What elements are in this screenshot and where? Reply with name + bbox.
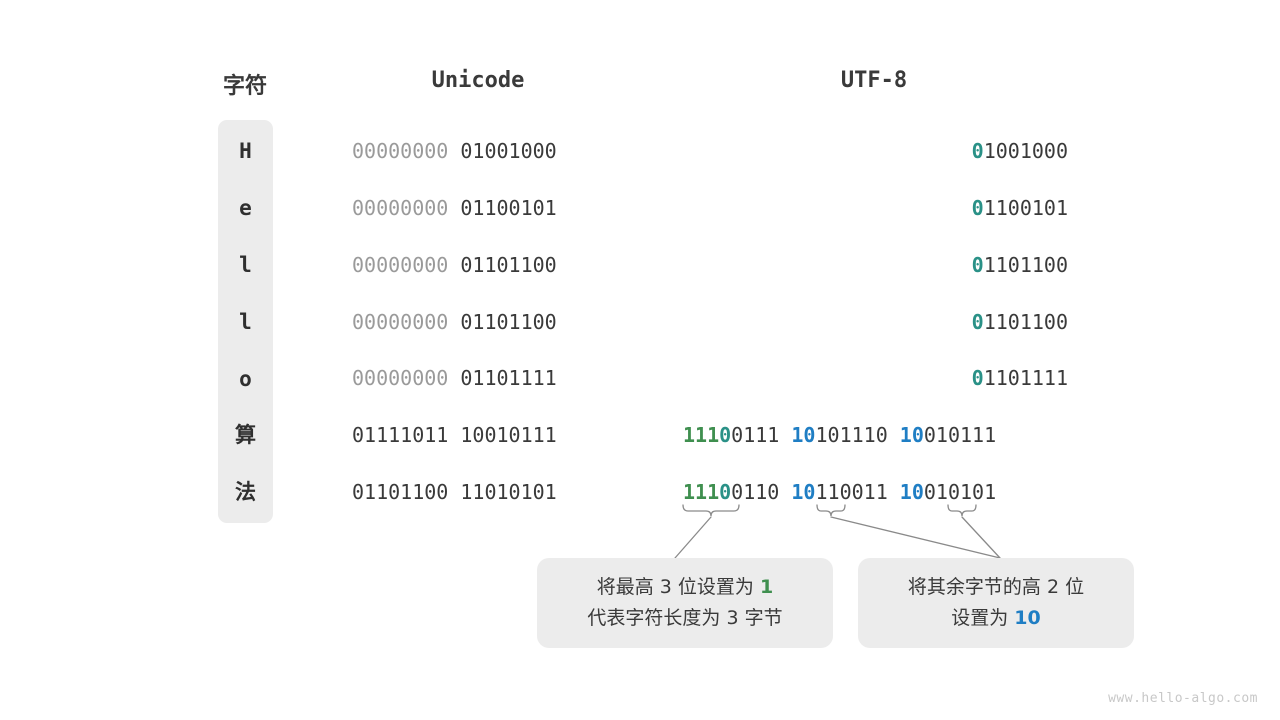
- unicode-bits-row-0: 00000000 01001000: [352, 139, 557, 163]
- char-cell-3: l: [239, 310, 252, 334]
- unicode-high-byte: 00000000: [352, 253, 449, 277]
- unicode-low-byte: 11010101: [460, 480, 557, 504]
- leader-line-callout-1: [674, 516, 712, 559]
- unicode-high-byte: 00000000: [352, 310, 449, 334]
- char-cell-6: 法: [235, 480, 256, 504]
- callout-length-marker: 将最高 3 位设置为 1 代表字符长度为 3 字节: [537, 558, 833, 648]
- unicode-low-byte: 10010111: [460, 423, 557, 447]
- utf8-lead-flag: 0: [971, 366, 984, 390]
- char-cell-5: 算: [235, 423, 256, 447]
- utf8-lead-flag: 0: [971, 196, 984, 220]
- utf8-payload-b1: 0111: [731, 423, 780, 447]
- utf8-length-terminator: 0: [719, 480, 732, 504]
- char-cell-0: H: [239, 139, 252, 163]
- brace-length-marker: [682, 504, 740, 517]
- utf8-length-marker: 111: [683, 423, 720, 447]
- utf8-bits-row-3: 01101100: [972, 310, 1068, 334]
- unicode-bits-row-4: 00000000 01101111: [352, 366, 557, 390]
- brace-continuation-b3: [947, 504, 977, 517]
- leader-line-callout-2b: [961, 516, 1001, 559]
- callout-2-highlight: 10: [1014, 607, 1041, 629]
- unicode-high-byte: 00000000: [352, 366, 449, 390]
- unicode-bits-row-5: 01111011 10010111: [352, 423, 557, 447]
- callout-continuation-marker: 将其余字节的高 2 位 设置为 10: [858, 558, 1134, 648]
- character-column-panel: H e l l o 算 法: [218, 120, 273, 523]
- column-header-unicode: Unicode: [431, 68, 525, 93]
- char-cell-4: o: [239, 367, 252, 391]
- unicode-bits-row-6: 01101100 11010101: [352, 480, 557, 504]
- utf8-payload: 1101111: [983, 366, 1068, 390]
- callout-1-line-1: 将最高 3 位设置为 1: [596, 576, 774, 598]
- brace-continuation-b2: [816, 504, 846, 517]
- utf8-length-marker: 111: [683, 480, 720, 504]
- unicode-low-byte: 01100101: [460, 196, 557, 220]
- watermark: www.hello-algo.com: [1108, 691, 1258, 706]
- callout-1-line-2: 代表字符长度为 3 字节: [587, 607, 783, 629]
- unicode-low-byte: 01101111: [460, 366, 557, 390]
- unicode-low-byte: 01101100: [460, 310, 557, 334]
- utf8-continuation-marker-b3: 10: [899, 423, 924, 447]
- callout-1-highlight: 1: [759, 576, 774, 598]
- utf8-payload: 1100101: [983, 196, 1068, 220]
- char-cell-2: l: [239, 253, 252, 277]
- utf8-payload-b2: 110011: [815, 480, 888, 504]
- utf8-payload: 1101100: [983, 253, 1068, 277]
- utf8-bits-row-0: 01001000: [972, 139, 1068, 163]
- utf8-bits-row-2: 01101100: [972, 253, 1068, 277]
- utf8-continuation-marker-b3: 10: [899, 480, 924, 504]
- utf8-bits-row-4: 01101111: [972, 366, 1068, 390]
- char-cell-1: e: [239, 196, 252, 220]
- utf8-continuation-marker-b2: 10: [791, 423, 816, 447]
- utf8-lead-flag: 0: [971, 253, 984, 277]
- utf8-payload-b2: 101110: [815, 423, 888, 447]
- unicode-bits-row-3: 00000000 01101100: [352, 310, 557, 334]
- unicode-bits-row-1: 00000000 01100101: [352, 196, 557, 220]
- utf8-bits-row-1: 01100101: [972, 196, 1068, 220]
- callout-2-line-1: 将其余字节的高 2 位: [907, 576, 1085, 598]
- utf8-payload-b1: 0110: [731, 480, 780, 504]
- utf8-length-terminator: 0: [719, 423, 732, 447]
- utf8-payload: 1101100: [983, 310, 1068, 334]
- unicode-bits-row-2: 00000000 01101100: [352, 253, 557, 277]
- utf8-lead-flag: 0: [971, 310, 984, 334]
- utf8-payload-b3: 010101: [923, 480, 997, 504]
- unicode-high-byte: 00000000: [352, 139, 449, 163]
- leader-line-callout-2a: [830, 516, 1001, 559]
- utf8-payload: 1001000: [983, 139, 1068, 163]
- callout-2-line-2: 设置为 10: [951, 607, 1041, 629]
- utf8-bits-row-5: 11100111 10101110 10010111: [683, 423, 996, 447]
- unicode-high-byte: 01111011: [352, 423, 449, 447]
- column-header-utf8: UTF-8: [840, 68, 908, 93]
- utf8-lead-flag: 0: [971, 139, 984, 163]
- unicode-low-byte: 01001000: [460, 139, 557, 163]
- unicode-high-byte: 00000000: [352, 196, 449, 220]
- unicode-low-byte: 01101100: [460, 253, 557, 277]
- utf8-bits-row-6: 11100110 10110011 10010101: [683, 480, 996, 504]
- utf8-payload-b3: 010111: [923, 423, 997, 447]
- column-header-character: 字符: [222, 74, 267, 99]
- utf8-continuation-marker-b2: 10: [791, 480, 816, 504]
- unicode-high-byte: 01101100: [352, 480, 449, 504]
